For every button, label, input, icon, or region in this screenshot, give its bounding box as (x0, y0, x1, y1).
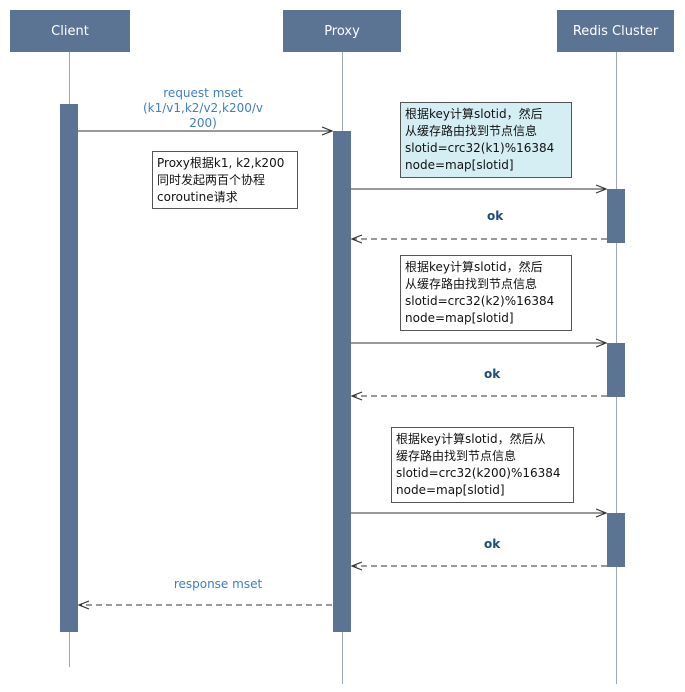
request-label: request mset (k1/v1,k2/v2,k200/v 200) (142, 86, 264, 130)
ok-label-3: ok (484, 537, 501, 551)
activation-redis-1 (607, 189, 625, 243)
proxy-coroutine-note: Proxy根据k1, k2,k200 同时发起两百个协程 coroutine请求 (152, 151, 298, 209)
slot-note-k2: 根据key计算slotid，然后 从缓存路由找到节点信息 slotid=crc3… (400, 255, 572, 331)
slot-note-k1: 根据key计算slotid，然后 从缓存路由找到节点信息 slotid=crc3… (400, 102, 572, 178)
participant-proxy: Proxy (283, 10, 401, 52)
activation-client (60, 104, 78, 632)
participant-client: Client (10, 10, 130, 52)
activation-redis-3 (607, 513, 625, 567)
participant-redis-cluster: Redis Cluster (557, 10, 674, 52)
activation-redis-2 (607, 343, 625, 397)
slot-note-k200: 根据key计算slotid，然后从 缓存路由找到节点信息 slotid=crc3… (391, 427, 574, 503)
ok-label-2: ok (484, 367, 501, 381)
ok-label-1: ok (487, 209, 504, 223)
activation-proxy (333, 131, 351, 632)
response-label: response mset (173, 577, 263, 591)
